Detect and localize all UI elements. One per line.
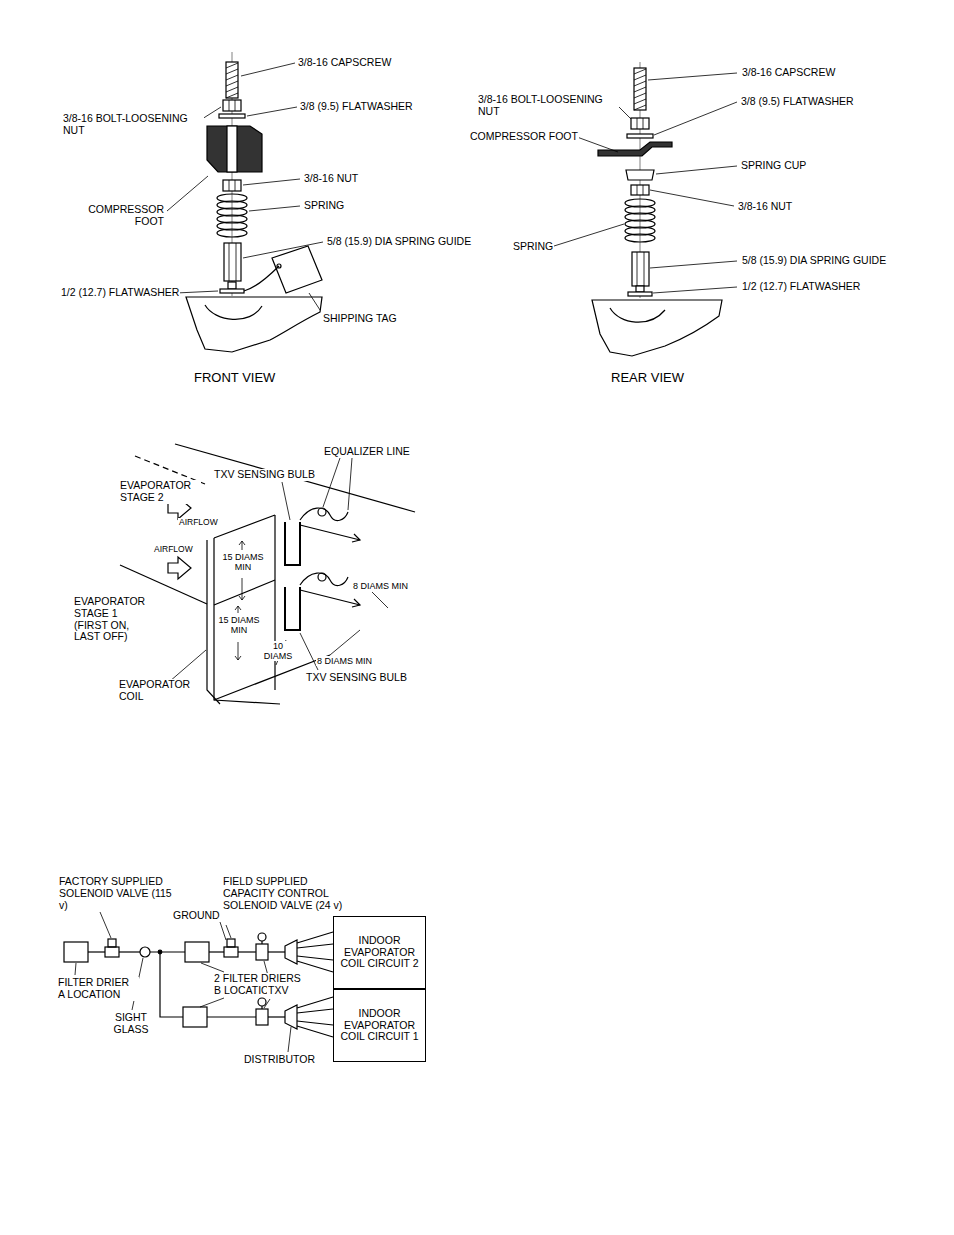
part-label: 8 DIAMS MIN	[316, 656, 373, 666]
part-label: AIRFLOW	[153, 545, 194, 555]
coil-box: INDOOR EVAPORATOR COIL CIRCUIT 1	[333, 989, 426, 1062]
part-label: SPRING	[512, 241, 554, 253]
part-label: 3/8 (9.5) FLATWASHER	[299, 101, 414, 113]
part-label: GROUND	[172, 910, 221, 922]
part-label: AIRFLOW	[178, 518, 219, 528]
part-label: TXV SENSING BULB	[213, 469, 316, 481]
part-label: 1/2 (12.7) FLATWASHER	[60, 287, 180, 299]
part-label: COMPRESSOR FOOT	[469, 131, 579, 143]
part-label: 5/8 (15.9) DIA SPRING GUIDE	[326, 236, 472, 248]
coil-label: INDOOR EVAPORATOR COIL CIRCUIT 1	[334, 1004, 425, 1047]
part-label: EQUALIZER LINE	[323, 446, 411, 458]
part-label: EVAPORATOR COIL	[118, 679, 200, 703]
part-label: 15 DIAMS MIN	[220, 552, 266, 572]
part-label: SHIPPING TAG	[322, 313, 398, 325]
part-label: 3/8-16 NUT	[303, 173, 359, 185]
part-label: FACTORY SUPPLIED SOLENOID VALVE (115 v)	[58, 876, 180, 911]
part-label: 15 DIAMS MIN	[216, 615, 262, 635]
part-label: FILTER DRIER A LOCATION	[57, 977, 139, 1001]
part-label: 3/8-16 BOLT-LOOSENING NUT	[62, 113, 204, 137]
part-label: REAR VIEW	[610, 371, 685, 386]
part-label: 1/2 (12.7) FLATWASHER	[741, 281, 861, 293]
part-label: SPRING	[303, 200, 345, 212]
part-label: DISTRIBUTOR	[243, 1054, 316, 1066]
coil-label: INDOOR EVAPORATOR COIL CIRCUIT 2	[334, 931, 425, 974]
part-label: 3/8-16 BOLT-LOOSENING NUT	[477, 94, 619, 118]
part-label: 5/8 (15.9) DIA SPRING GUIDE	[741, 255, 887, 267]
part-label: TXV	[267, 985, 289, 997]
part-label: 8 DIAMS MIN	[352, 581, 409, 591]
part-label: 3/8-16 NUT	[737, 201, 793, 213]
part-label: FIELD SUPPLIED CAPACITY CONTROL SOLENOID…	[222, 876, 359, 911]
part-label: 3/8 (9.5) FLATWASHER	[740, 96, 855, 108]
part-label: SIGHT GLASS	[105, 1012, 157, 1036]
part-label: TXV SENSING BULB	[305, 672, 408, 684]
part-label: 2 FILTER DRIERS B LOCATIONS	[213, 973, 310, 997]
part-label: 3/8-16 CAPSCREW	[741, 67, 836, 79]
part-label: FRONT VIEW	[193, 371, 276, 386]
part-label: 10 DIAMS	[258, 641, 298, 661]
coil-box: INDOOR EVAPORATOR COIL CIRCUIT 2	[333, 916, 426, 989]
part-label: EVAPORATOR STAGE 1 (FIRST ON, LAST OFF)	[73, 596, 153, 643]
part-label: COMPRESSOR FOOT	[83, 204, 165, 228]
part-label: 3/8-16 CAPSCREW	[297, 57, 392, 69]
part-label: EVAPORATOR STAGE 2	[119, 480, 201, 504]
part-label: SPRING CUP	[740, 160, 807, 172]
